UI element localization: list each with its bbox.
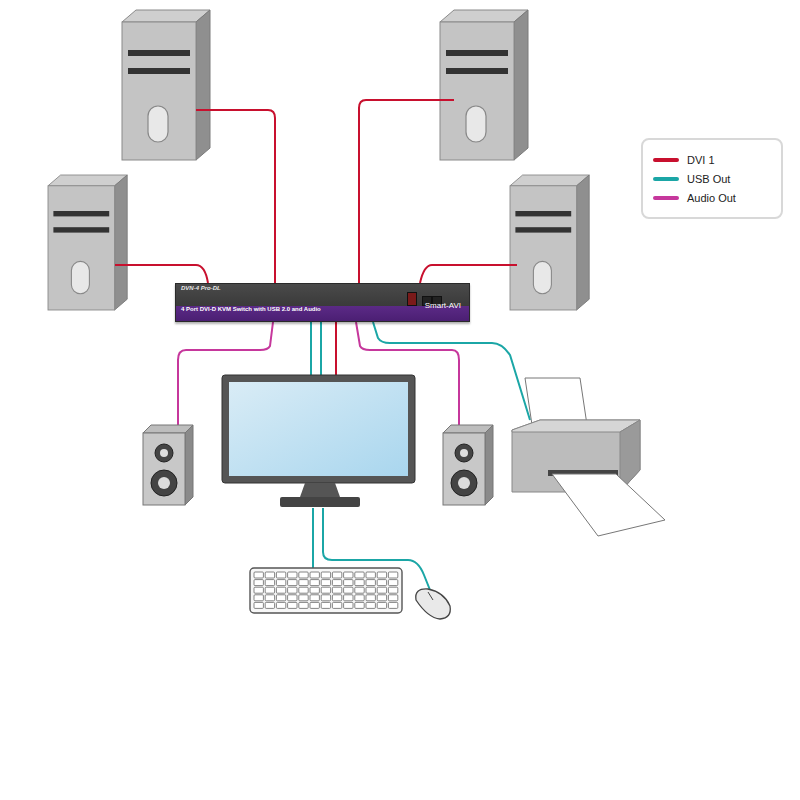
panel-button — [407, 292, 417, 306]
legend-text: Audio Out — [687, 192, 736, 204]
brand-name: Smart-AVI — [425, 302, 461, 310]
model-name: DVN-4 Pro-DL — [181, 285, 221, 291]
product-description: 4 Port DVI-D KVM Switch with USB 2.0 and… — [181, 306, 321, 312]
legend-box: DVI 1 USB OutAudio Out — [641, 138, 783, 219]
legend-swatch — [653, 196, 679, 200]
legend-text: DVI 1 — [687, 154, 715, 166]
legend-entry: DVI 1 — [653, 150, 767, 169]
kvm-switch: DVN-4 Pro-DL 4 Port DVI-D KVM Switch with… — [175, 283, 470, 322]
legend-text: USB Out — [687, 173, 730, 185]
legend-swatch — [653, 158, 679, 162]
legend-swatch — [653, 177, 679, 181]
legend-entry: Audio Out — [653, 188, 767, 207]
legend-entry: USB Out — [653, 169, 767, 188]
